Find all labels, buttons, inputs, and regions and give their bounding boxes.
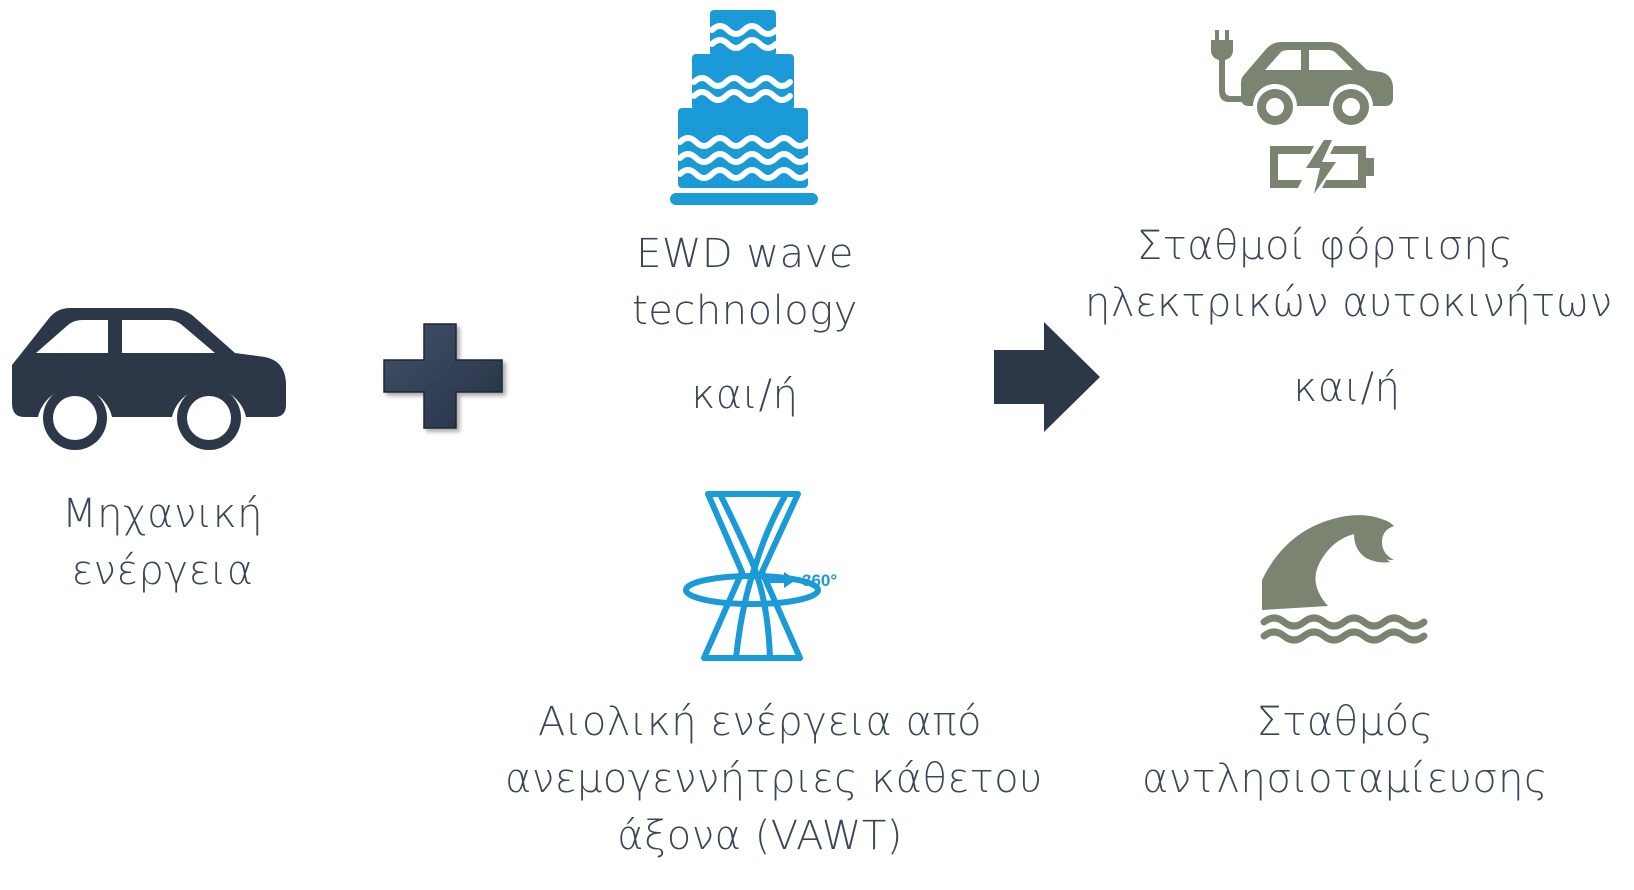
ewd-wave-icon: [670, 10, 818, 205]
car-icon: [12, 308, 286, 450]
output-conjunction: και/ή: [1293, 365, 1401, 411]
charging-label: Σταθμοί φόρτισης ηλεκτρικών αυτοκινήτων: [1085, 223, 1613, 326]
pumped-storage-label: Σταθμός αντλησιοταμίευσης: [1142, 699, 1548, 802]
plus-icon: [383, 323, 503, 429]
battery-charging-icon: [1270, 140, 1374, 194]
source-label: Μηχανική ενέργεια: [62, 491, 263, 594]
arrow-right-icon: [994, 322, 1100, 432]
input-conjunction: και/ή: [691, 372, 799, 418]
turbine-angle-label: 360°: [802, 571, 837, 590]
ocean-wave-icon: [1260, 515, 1428, 644]
ewd-label: EWD wave technology: [632, 231, 858, 334]
wind-label: Αιολική ενέργεια από ανεμογεννήτριες κάθ…: [505, 699, 1043, 859]
ev-charging-icon: [1211, 30, 1393, 125]
vawt-turbine-icon: 360°: [683, 491, 837, 661]
